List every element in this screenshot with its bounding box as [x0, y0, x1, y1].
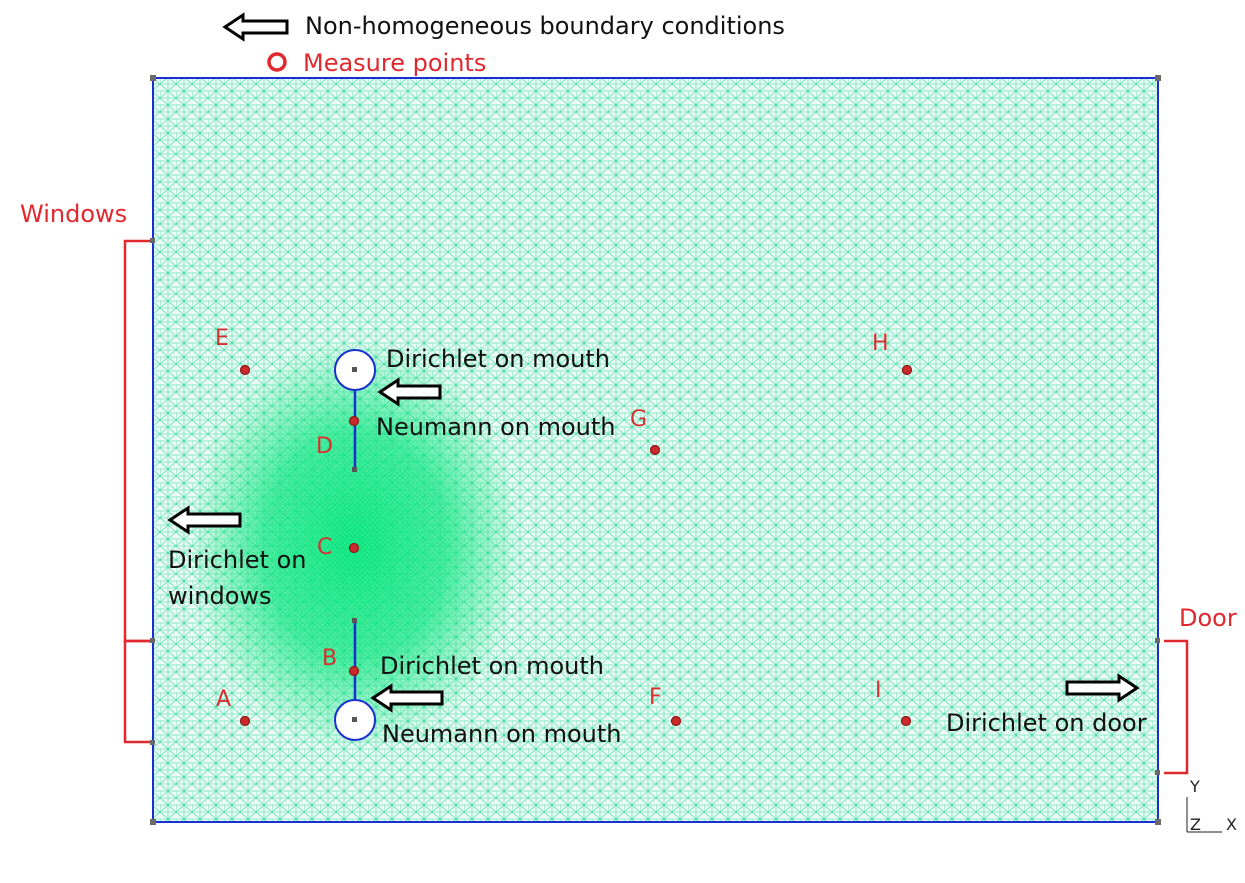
mouth-structure [334, 349, 376, 741]
mesh-domain [150, 75, 1161, 825]
arrow-windows-icon [167, 505, 242, 535]
windows-bracket-lower [123, 639, 150, 744]
annotations: Dirichlet on mouth Neumann on mouth Diri… [168, 345, 1147, 748]
windows-bracket-upper [123, 239, 150, 643]
arrow-door-icon [1065, 673, 1140, 703]
point-label-b: B [322, 646, 337, 671]
point-label-c: C [317, 535, 332, 560]
point-label-f: F [649, 685, 662, 710]
legend-arrow-label: Non-homogeneous boundary conditions [305, 12, 785, 40]
arrow-mouth-bottom-icon [370, 683, 444, 713]
legend: Non-homogeneous boundary conditions Meas… [222, 12, 785, 77]
point-label-d: D [316, 434, 333, 459]
label-dirichlet-mouth-top: Dirichlet on mouth [386, 345, 610, 373]
point-label-g: G [630, 407, 647, 432]
point-marker-f [670, 715, 682, 727]
legend-point-label: Measure points [303, 49, 486, 77]
label-dirichlet-windows-2: windows [168, 582, 272, 610]
measure-points: A B C D E F G H I [215, 326, 913, 727]
point-marker-g [649, 444, 661, 456]
axis-triad: Y Z X [1186, 777, 1237, 834]
point-marker-b [348, 665, 360, 677]
point-marker-d [348, 415, 360, 427]
point-label-e: E [215, 326, 229, 351]
axis-z-label: Z [1190, 815, 1201, 834]
arrow-mouth-top-icon [377, 377, 442, 407]
axis-y-label: Y [1189, 777, 1200, 796]
door-label: Door [1179, 604, 1237, 632]
point-marker-h [901, 364, 913, 376]
label-neumann-mouth-bottom: Neumann on mouth [382, 720, 621, 748]
label-neumann-mouth-top: Neumann on mouth [376, 413, 615, 441]
axis-x-label: X [1226, 815, 1237, 834]
point-label-i: I [875, 678, 882, 703]
legend-point-icon [267, 52, 287, 72]
windows-label: Windows [20, 200, 127, 228]
domain-boundary [152, 77, 1159, 823]
corner-markers [150, 75, 1161, 825]
point-marker-i [900, 715, 912, 727]
door-bracket [1164, 639, 1189, 775]
label-dirichlet-windows-1: Dirichlet on [168, 546, 306, 574]
label-dirichlet-door: Dirichlet on door [946, 709, 1147, 737]
point-label-h: H [872, 331, 889, 356]
label-dirichlet-mouth-bottom: Dirichlet on mouth [380, 652, 604, 680]
point-marker-e [239, 364, 251, 376]
point-marker-c [348, 542, 360, 554]
point-marker-a [239, 715, 251, 727]
bc-arrows [167, 377, 1140, 713]
point-label-a: A [216, 687, 231, 712]
legend-arrow-icon [222, 12, 289, 42]
region-brackets: Windows Door [20, 200, 1237, 775]
